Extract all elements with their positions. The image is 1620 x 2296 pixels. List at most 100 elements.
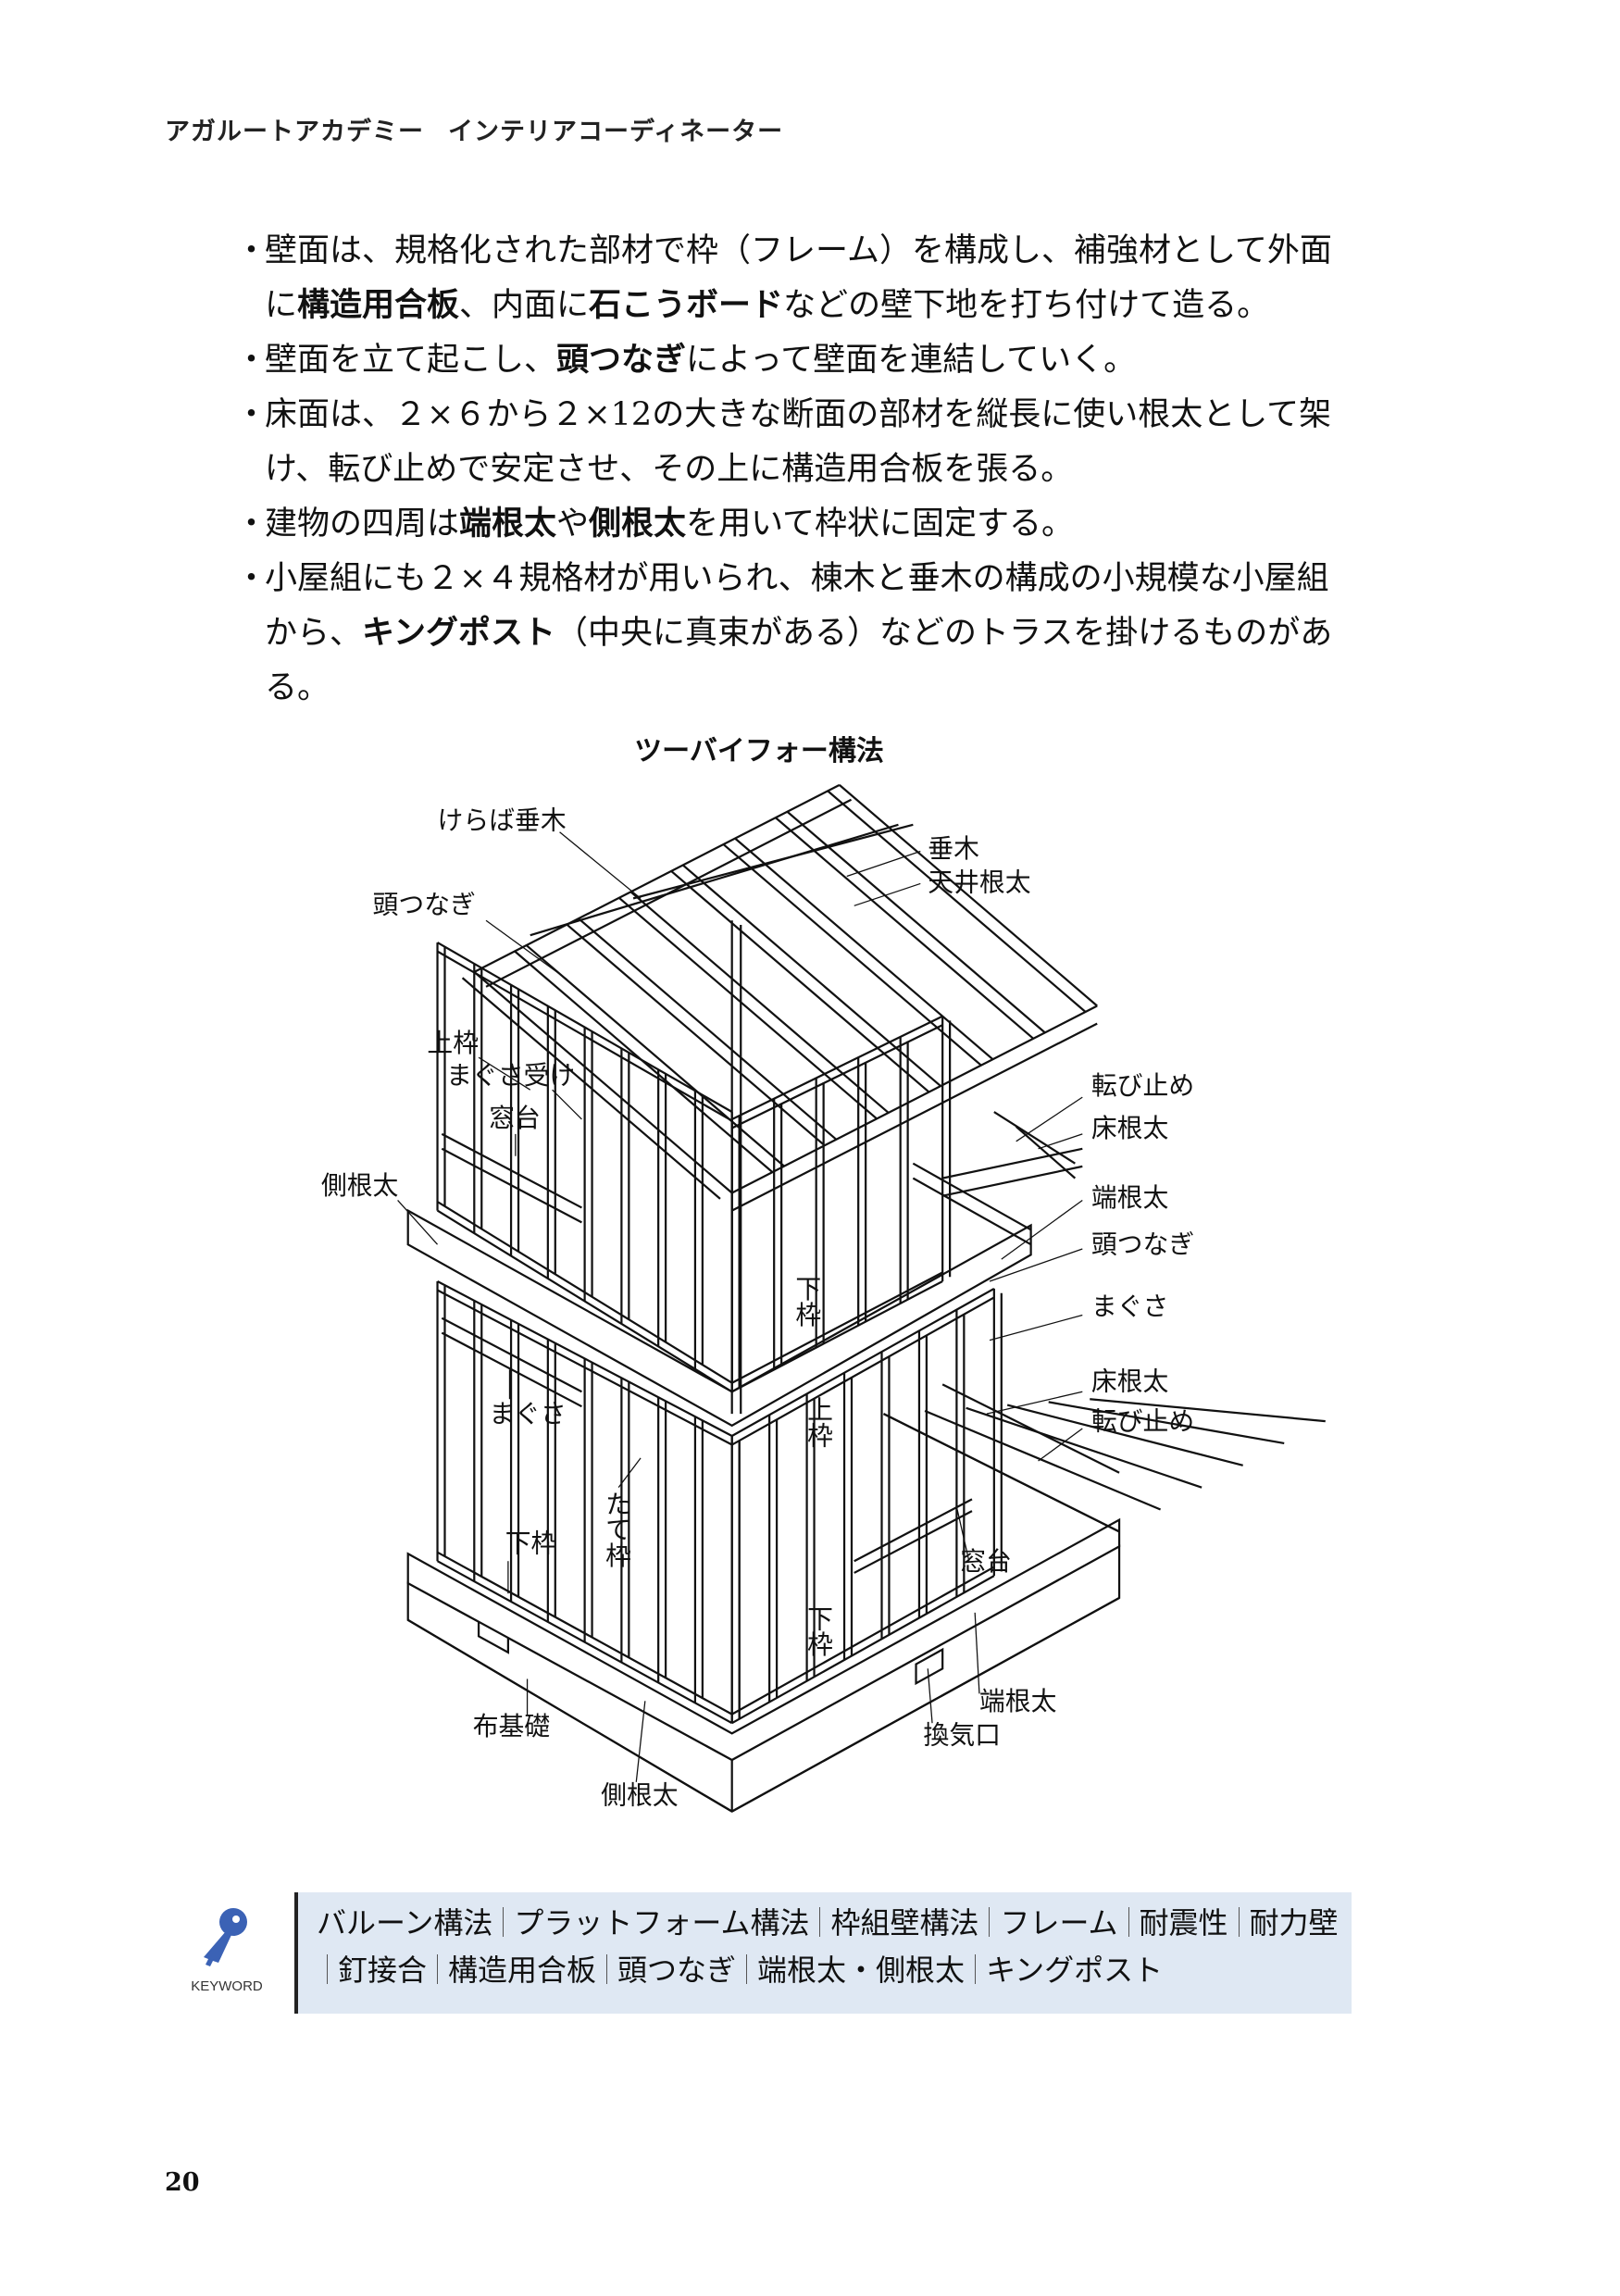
page-number: 20	[165, 2168, 200, 2197]
leader-line	[635, 1701, 646, 1782]
label-uwawaku-center: 上枠	[804, 1396, 834, 1448]
keyword-separator	[606, 1954, 608, 1984]
bullet-text: などの壁下地を打ち付けて造る。	[783, 287, 1270, 324]
label-sobaneda-bottom: 側根太	[601, 1780, 679, 1811]
leader-lines	[397, 831, 1083, 1782]
label-hashi-neda-top: 端根太	[1091, 1182, 1169, 1213]
diagram-labels: けらば垂木 頭つなぎ 垂木 天井根太 上枠 まぐさ受け 窓台 側根太 転び止め …	[321, 805, 1194, 1811]
bullet-text: 、内面に	[459, 287, 590, 324]
bullet-mark: ・	[235, 505, 268, 543]
keyword-separator	[503, 1907, 505, 1937]
label-atama-tsunagi-right: 頭つなぎ	[1091, 1229, 1194, 1260]
leader-line	[485, 919, 567, 980]
header-publisher: アガルートアカデミー	[165, 118, 424, 146]
keyword-separator	[1238, 1907, 1240, 1937]
frame-member	[786, 810, 1046, 1034]
frame-member	[827, 790, 1087, 1013]
keyword-item: 構造用合板	[448, 1953, 597, 1988]
frame-member	[731, 1566, 995, 1716]
keyword-item: 耐力壁	[1249, 1905, 1339, 1940]
frame-member	[854, 1510, 973, 1574]
keyword-item: 釘接合	[338, 1953, 428, 1988]
bullet-item: ・床面は、２×６から２×12の大きな断面の部材を縦長に使い根太として架け、転び止…	[235, 388, 1357, 497]
label-taruki: 垂木	[928, 833, 979, 864]
frame-member	[854, 1498, 973, 1563]
frame-member	[731, 1022, 1098, 1212]
frame-member	[731, 1004, 1098, 1194]
label-magusa-right: まぐさ	[1091, 1292, 1169, 1322]
frame-member	[441, 1316, 582, 1393]
frame-member	[461, 977, 721, 1200]
keyword-separator	[746, 1954, 748, 1984]
label-madodai-left: 窓台	[489, 1103, 541, 1133]
leader-line	[559, 831, 642, 899]
bullet-text: 床面は、２×６から２×12の大きな断面の部材を縦長に使い根太として架け、転び止め…	[265, 396, 1332, 488]
keyword-item: 頭つなぎ	[617, 1953, 737, 1988]
leader-line	[854, 882, 921, 906]
frame-member	[473, 783, 841, 973]
label-nunokiso: 布基礎	[473, 1711, 550, 1741]
frame-member	[731, 1287, 995, 1437]
label-yuka-neda-bottom: 床根太	[1091, 1366, 1169, 1397]
frame-member	[441, 1132, 582, 1209]
keyword-separator	[975, 1954, 977, 1984]
keyword-item: バルーン構法	[317, 1905, 493, 1940]
frame-member	[578, 917, 838, 1141]
label-tatewaku: たて枠	[602, 1491, 632, 1568]
leader-line	[846, 850, 921, 878]
leader-line	[1038, 1428, 1083, 1462]
leader-line	[989, 1314, 1083, 1341]
frame-member	[566, 923, 826, 1147]
frame-member	[912, 1177, 1032, 1246]
bullet-text: 壁面は、規格化された部材で枠（フレーム）を構成し、補強材として外面に	[265, 232, 1332, 324]
leader-line	[974, 1612, 980, 1694]
bullet-text: 建物の四周は	[265, 505, 460, 543]
bullet-item: ・壁面は、規格化された部材で枠（フレーム）を構成し、補強材として外面に構造用合板…	[235, 224, 1357, 333]
keyword-item: 耐震性	[1139, 1905, 1228, 1940]
leader-line	[1016, 1096, 1083, 1142]
keyword-key-icon: KEYWORD	[191, 1908, 263, 1994]
keyword-item: プラットフォーム構法	[514, 1905, 810, 1940]
keyword-item: フレーム	[1000, 1905, 1118, 1940]
label-atama-tsunagi-top: 頭つなぎ	[373, 889, 476, 919]
bullet-text: 小屋組にも２×４規格材が用いられ、棟木と垂木の構成の小規模な小屋組から、	[265, 560, 1329, 652]
bullet-mark: ・	[235, 342, 268, 379]
frame-member	[1090, 1398, 1326, 1423]
frame-member	[473, 971, 733, 1194]
lower-rim-joist	[406, 1517, 1121, 1762]
frame-member	[629, 891, 890, 1114]
bullet-text: によって壁面を連結していく。	[686, 342, 1137, 379]
bullet-mark: ・	[235, 560, 268, 597]
keyword-separator	[327, 1954, 328, 1984]
bold-term: 端根太	[459, 505, 557, 543]
middle-rim-joist	[406, 1208, 1032, 1428]
keyword-item: キングポスト	[986, 1953, 1164, 1988]
bullet-item: ・建物の四周は端根太や側根太を用いて枠状に固定する。	[235, 497, 1357, 552]
frame-member	[514, 950, 774, 1173]
keyword-item: 枠組壁構法	[830, 1905, 979, 1940]
frame-member	[941, 1383, 1120, 1474]
frame-member	[441, 1331, 582, 1408]
figure-title: ツーバイフォー構法	[634, 735, 884, 767]
bullet-text: や	[556, 505, 590, 543]
keyword-item: 端根太・側根太	[757, 1953, 966, 1988]
frame-member	[883, 1413, 1120, 1533]
frame-member	[682, 864, 941, 1087]
leader-line	[478, 1056, 531, 1091]
label-magusa-left: まぐさ	[489, 1399, 567, 1429]
leader-line	[986, 1391, 1083, 1415]
leader-line	[617, 1457, 642, 1489]
frame-member	[731, 1279, 943, 1393]
frame-drawing	[406, 783, 1326, 1813]
frame-member	[530, 823, 899, 937]
label-hashi-neda-bottom: 端根太	[979, 1686, 1057, 1716]
bullet-item: ・壁面を立て起こし、頭つなぎによって壁面を連結していく。	[235, 333, 1357, 388]
frame-member	[1006, 1404, 1243, 1466]
frame-member	[407, 1618, 733, 1813]
label-korobidome-top: 転び止め	[1091, 1070, 1194, 1101]
bullet-text: を用いて枠状に固定する。	[686, 505, 1075, 543]
label-shitawaku-upper: 下枠	[791, 1276, 822, 1328]
frame-member	[924, 1409, 1162, 1511]
header-course: インテリアコーディネーター	[448, 118, 784, 146]
frame-member	[632, 823, 914, 900]
